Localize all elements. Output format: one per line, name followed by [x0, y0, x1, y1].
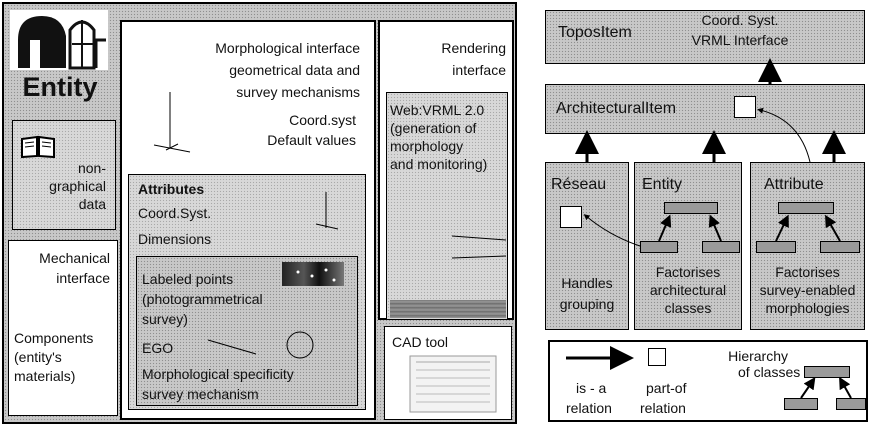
book-icon: [20, 135, 56, 159]
entity-hierarchy-child-right: [702, 241, 740, 253]
web-line-3: morphology: [390, 138, 464, 154]
web-line-1: Web:VRML 2.0: [390, 102, 485, 118]
legend-isa-line-1: is - a: [576, 380, 607, 396]
morph-spec-line-1: Morphological specificity: [142, 366, 294, 382]
attribute-hierarchy-child-left: [756, 241, 796, 253]
entity-hierarchy-child-left: [640, 241, 678, 253]
attribute-desc-2: survey-enabled: [759, 282, 856, 298]
entity-desc-2: architectural: [649, 282, 727, 298]
web-line-2: (generation of: [390, 120, 477, 136]
attributes-title: Attributes: [138, 181, 205, 197]
components-line-2: (entity's: [14, 349, 62, 365]
part-of-square-reseau: [560, 206, 582, 228]
cad-sketch: [406, 352, 502, 416]
topos-coord-line-2: VRML Interface: [691, 32, 789, 48]
components-line-1: Components: [14, 330, 94, 346]
mechanical-interface-box: [8, 240, 118, 416]
attribute-desc-1: Factorises: [775, 264, 840, 280]
web-vrml-box: [386, 92, 508, 320]
ego-label: EGO: [142, 340, 174, 356]
legend-hierarchy-child-right: [836, 398, 866, 410]
legend-part-of-square: [648, 348, 666, 366]
attribute-hierarchy-parent: [778, 202, 834, 214]
attributes-line-1: Coord.Syst.: [138, 205, 212, 221]
toposItem-box: [545, 10, 865, 64]
mechanical-line-2: interface: [56, 270, 110, 286]
entity-desc-3: classes: [664, 300, 712, 316]
photogrammetry-thumbnail: [282, 262, 344, 286]
topos-coord-line-1: Coord. Syst.: [701, 12, 779, 28]
reseau-desc-1: Handles: [561, 275, 613, 291]
entity-hierarchy-parent: [664, 202, 718, 214]
nongraphical-line-3: data: [78, 196, 106, 212]
labeled-line-3: survey): [142, 311, 188, 327]
nongraphical-line-2: graphical: [49, 178, 106, 194]
attribute-desc-3: morphologies: [765, 300, 850, 316]
legend-hier-line-2: of classes: [738, 364, 801, 380]
legend-hierarchy-parent: [804, 366, 850, 378]
rendering-line-1: Rendering: [441, 40, 506, 56]
reseau-desc-2: grouping: [559, 296, 615, 312]
morph-spec-line-2: survey mechanism: [142, 386, 259, 402]
part-of-square-arch: [734, 96, 756, 118]
components-line-3: materials): [14, 368, 76, 384]
entity-title: Entity: [22, 72, 98, 102]
legend-hier-line-1: Hierarchy: [728, 348, 788, 364]
morph-line-1: Morphological interface: [215, 40, 360, 56]
web-line-4: and monitoring): [390, 156, 488, 172]
reseau-label: Réseau: [551, 176, 607, 193]
legend-partof-line-1: part-of: [646, 380, 687, 396]
cad-tool-label: CAD tool: [392, 334, 449, 350]
architecturalItem-box: [545, 84, 865, 134]
attributes-line-2: Dimensions: [138, 231, 212, 247]
toposItem-label: ToposItem: [558, 24, 632, 41]
labeled-line-1: Labeled points: [142, 271, 234, 287]
attribute-class-label: Attribute: [764, 176, 824, 193]
morph-line-3: survey mechanisms: [236, 84, 360, 100]
mechanical-line-1: Mechanical: [39, 250, 110, 266]
entity-desc-1: Factorises: [655, 264, 721, 280]
morph-line-2: geometrical data and: [229, 62, 360, 78]
coord-default-line-2: Default values: [267, 132, 356, 148]
legend-hierarchy-child-left: [784, 398, 818, 410]
entity-logo: [10, 10, 108, 70]
logo-graphic: [10, 10, 108, 70]
legend-isa-line-2: relation: [566, 400, 612, 416]
nongraphical-line-1: non-: [77, 160, 106, 176]
coord-default-line-1: Coord.syst: [289, 112, 356, 128]
architecturalItem-label: ArchitecturalItem: [556, 100, 677, 117]
entity-class-label: Entity: [642, 176, 683, 193]
vrml-render-strip: [390, 300, 506, 318]
rendering-line-2: interface: [452, 62, 506, 78]
attribute-hierarchy-child-right: [820, 241, 860, 253]
labeled-line-2: (photogrammetrical: [142, 291, 263, 307]
legend-partof-line-2: relation: [640, 400, 686, 416]
